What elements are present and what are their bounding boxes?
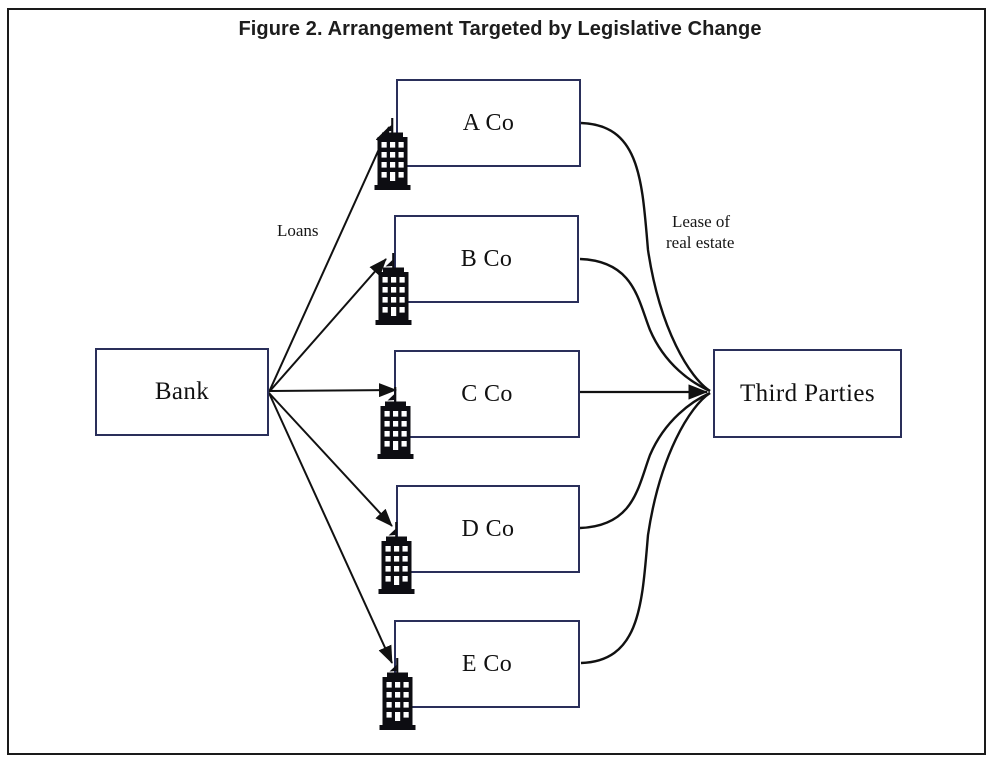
node-a-co[interactable]: A Co — [396, 79, 581, 167]
edge-label-lease-line-2: real estate — [666, 233, 735, 252]
node-third-parties-label: Third Parties — [739, 379, 876, 407]
node-e-co-label: E Co — [461, 650, 513, 677]
edge-label-lease-line-1: Lease of — [672, 212, 731, 231]
node-b-co-label: B Co — [460, 245, 513, 272]
node-d-co[interactable]: D Co — [396, 485, 580, 573]
node-bank-label: Bank — [154, 378, 210, 405]
figure-title: Figure 2. Arrangement Targeted by Legisl… — [238, 18, 762, 40]
node-third-parties[interactable]: Third Parties — [713, 349, 902, 438]
figure-outer-border — [7, 8, 986, 755]
node-c-co[interactable]: C Co — [394, 350, 580, 438]
node-bank[interactable]: Bank — [95, 348, 269, 436]
edge-label-loans: Loans — [277, 221, 319, 240]
node-a-co-label: A Co — [462, 109, 515, 136]
node-c-co-label: C Co — [461, 380, 513, 407]
node-d-co-label: D Co — [461, 515, 515, 542]
node-b-co[interactable]: B Co — [394, 215, 579, 303]
node-e-co[interactable]: E Co — [394, 620, 580, 708]
